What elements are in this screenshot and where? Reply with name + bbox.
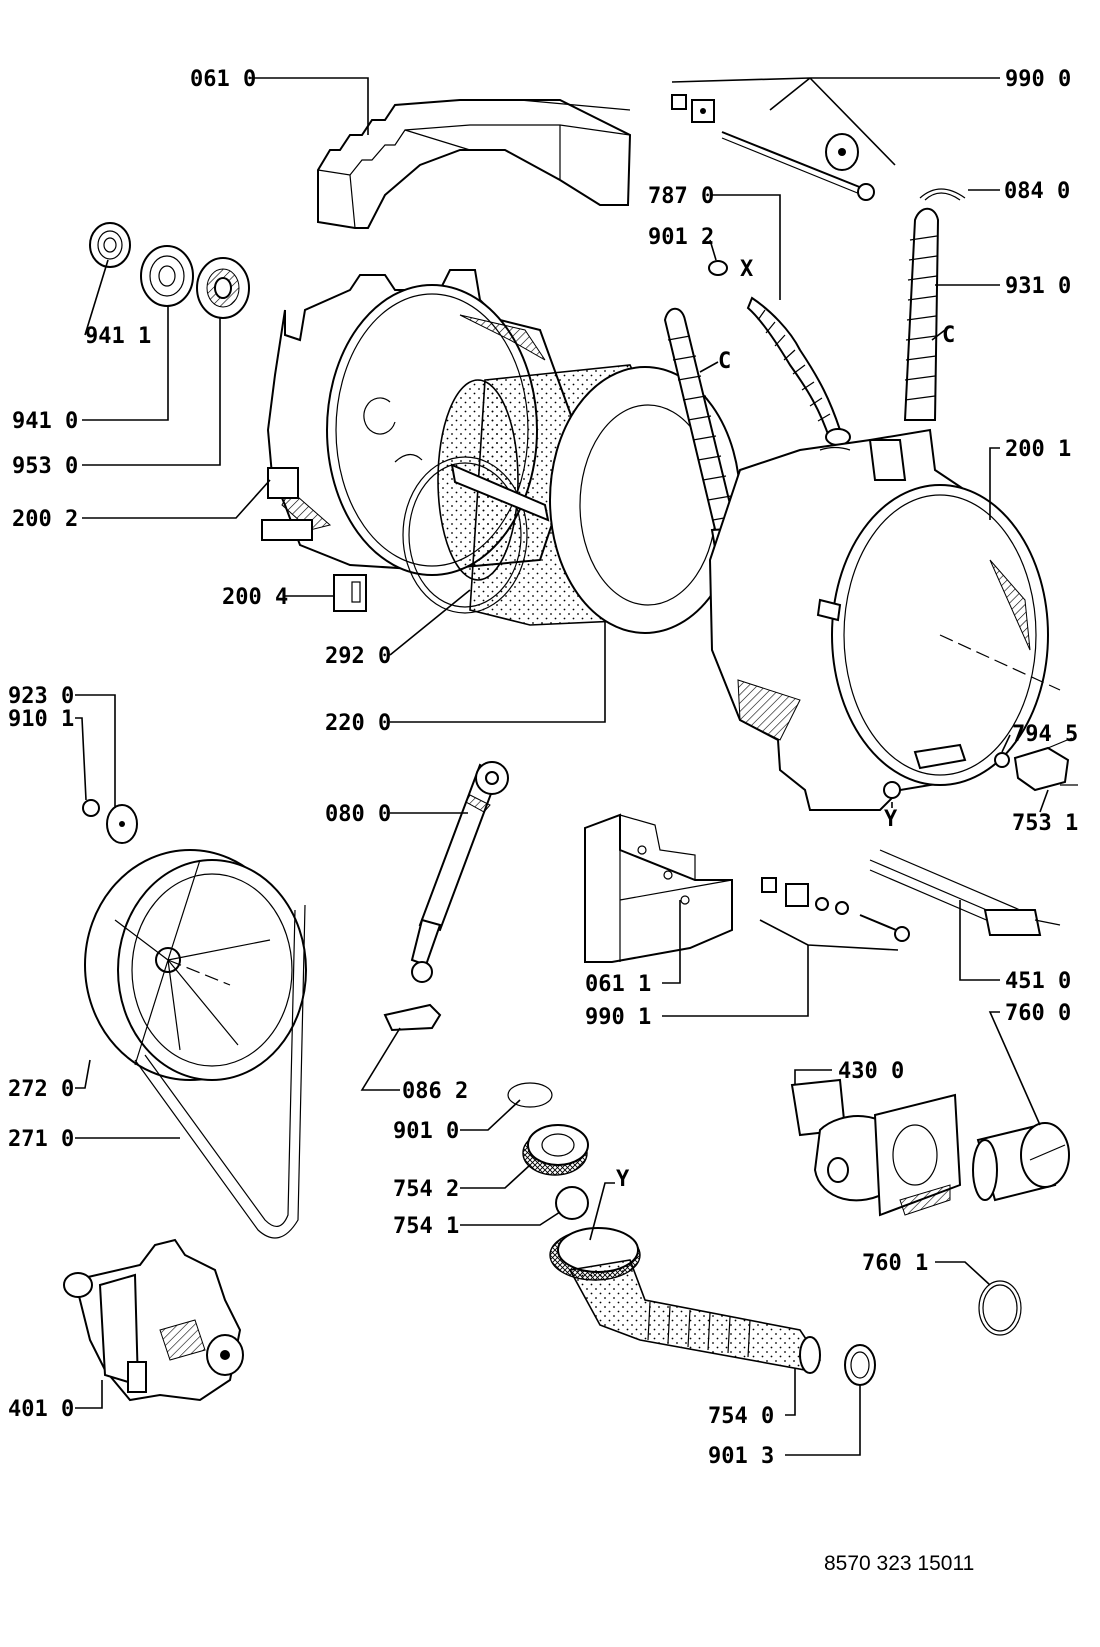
label-990-0: 990 0 xyxy=(1005,67,1071,92)
label-200-1: 200 1 xyxy=(1005,437,1071,462)
label-451-0: 451 0 xyxy=(1005,969,1071,994)
pump-filter xyxy=(972,1122,1070,1202)
nut-794-5 xyxy=(994,752,1010,768)
heating-element xyxy=(869,849,1061,936)
clamp-901-3 xyxy=(844,1344,876,1386)
label-080-0: 080 0 xyxy=(325,802,391,827)
counterweight-front xyxy=(584,813,733,963)
hose-clamp-small xyxy=(708,260,728,276)
label-220-0: 220 0 xyxy=(325,711,391,736)
label-061-0: 061 0 xyxy=(190,67,256,92)
label-931-0: 931 0 xyxy=(1005,274,1071,299)
leader-lines xyxy=(75,77,1049,1456)
label-c-mid: C xyxy=(718,349,731,374)
filter-o-ring xyxy=(978,1280,1022,1336)
tub-clip xyxy=(333,574,367,612)
label-760-1: 760 1 xyxy=(862,1251,928,1276)
pressure-switch-753-1 xyxy=(1013,737,1078,792)
label-401-0: 401 0 xyxy=(8,1397,74,1422)
label-760-0: 760 0 xyxy=(1005,1001,1071,1026)
label-271-0: 271 0 xyxy=(8,1127,74,1152)
label-272-0: 272 0 xyxy=(8,1077,74,1102)
drain-pump xyxy=(790,1078,962,1217)
label-y-tank: Y xyxy=(884,807,898,832)
pulley-washer xyxy=(106,804,138,844)
label-084-0: 084 0 xyxy=(1004,179,1070,204)
label-c-right: C xyxy=(942,323,955,348)
front-tub-half xyxy=(708,428,1061,811)
label-754-1: 754 1 xyxy=(393,1214,459,1239)
counterweight-top xyxy=(317,99,632,229)
drain-hose xyxy=(549,1227,822,1374)
label-901-0: 901 0 xyxy=(393,1119,459,1144)
label-941-0: 941 0 xyxy=(12,409,78,434)
label-754-2: 754 2 xyxy=(393,1177,459,1202)
label-200-2: 200 2 xyxy=(12,507,78,532)
motor xyxy=(63,1238,244,1402)
suspension-spring-right xyxy=(903,207,940,421)
spring-clip xyxy=(919,188,966,201)
label-061-1: 061 1 xyxy=(585,972,651,997)
label-901-2: 901 2 xyxy=(648,225,714,250)
label-941-1: 941 1 xyxy=(85,324,151,349)
bearing-small xyxy=(89,222,131,268)
seal-ring-754-2 xyxy=(522,1124,589,1176)
document-number: 8570 323 15011 xyxy=(824,1552,974,1575)
label-787-0: 787 0 xyxy=(648,184,714,209)
drive-belt xyxy=(134,904,306,1239)
label-901-3: 901 3 xyxy=(708,1444,774,1469)
label-200-4: 200 4 xyxy=(222,585,288,610)
bolt-kit-top xyxy=(671,94,875,201)
label-430-0: 430 0 xyxy=(838,1059,904,1084)
ball-valve xyxy=(555,1186,589,1220)
label-x-top: X xyxy=(740,257,753,282)
shock-absorber xyxy=(410,761,509,983)
bolt-kit-front xyxy=(761,877,910,942)
clamp-901-0 xyxy=(507,1082,553,1108)
drive-pulley xyxy=(84,849,307,1081)
label-923-0: 923 0 xyxy=(8,684,74,709)
label-910-1: 910 1 xyxy=(8,707,74,732)
shock-clip xyxy=(383,1003,442,1032)
label-086-2: 086 2 xyxy=(402,1079,468,1104)
label-754-0: 754 0 xyxy=(708,1404,774,1429)
label-292-0: 292 0 xyxy=(325,644,391,669)
label-753-1: 753 1 xyxy=(1012,811,1078,836)
label-990-1: 990 1 xyxy=(585,1005,651,1030)
label-794-5: 794 5 xyxy=(1012,722,1078,747)
bellows-hose xyxy=(746,296,851,446)
label-y-hose: Y xyxy=(616,1167,630,1192)
pulley-nut xyxy=(82,799,100,817)
shaft-seal xyxy=(196,257,250,319)
bearing-large xyxy=(140,245,194,307)
label-953-0: 953 0 xyxy=(12,454,78,479)
